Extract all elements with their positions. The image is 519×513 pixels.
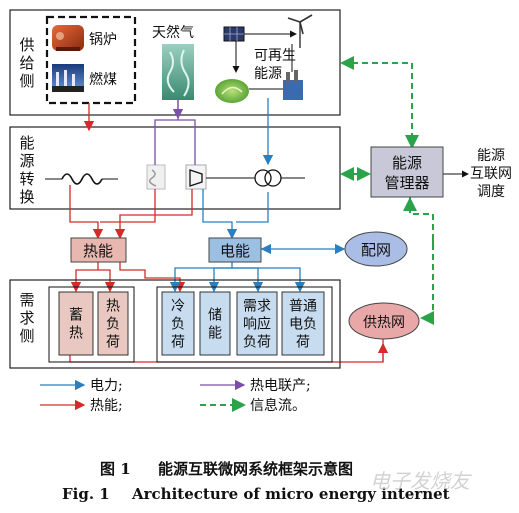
gas-turbine-icon [185,164,207,190]
conversion-label-char: 源 [19,152,34,170]
legend: 电力; 热电联产; 热能; 信息流。 [40,378,311,414]
load-label-line: 负荷 [243,335,271,351]
supply-label-char: 给 [19,54,34,72]
caption-en-title: Architecture of micro energy internet [131,485,450,503]
heat-grid-node: 供热网 [348,302,420,340]
legend-chp-label: 热电联产; [250,378,311,394]
supply-label-char: 供 [19,36,34,54]
boiler-icon [52,25,84,51]
renewable-label-line1: 可再生 [254,48,296,64]
manager-label-line2: 管理器 [384,174,429,192]
demand-label-char: 侧 [19,327,34,345]
load-label-line: 响应 [243,316,271,333]
caption-cn-label: 图 1 [100,460,131,478]
demand-label-char: 需 [19,291,34,309]
load-label-line: 需求 [243,299,271,315]
heater-wave-icon [61,173,103,185]
conversion-label-char: 能 [19,134,34,152]
thermal-hub-label: 热能 [83,242,113,260]
dispatch-label-line3: 调度 [477,184,505,200]
grid-label: 配网 [361,241,391,259]
watermark-logo: 电子发烧友 [370,469,473,493]
electric-loads-group [156,286,333,363]
load-box: 热负荷 [97,291,129,356]
solar-panel-icon [223,26,245,42]
legend-power-label: 电力; [90,378,123,394]
load-label-line: 冷 [171,299,185,315]
grid-node: 配网 [344,231,408,267]
transformer-icon [254,169,282,187]
load-label-line: 蓄 [69,308,83,324]
thermal-loads-group [48,286,135,363]
caption-cn-title: 能源互联微网系统框架示意图 [158,460,353,478]
manager-label-line1: 能源 [392,154,422,172]
load-box: 冷负荷 [161,291,195,356]
supply-side-panel: 供 给 侧 锅炉 燃煤 天然气 [9,9,341,116]
load-label-line: 负 [106,317,120,333]
hydro-icon [249,70,303,100]
load-label-line: 荷 [296,335,310,351]
gas-label: 天然气 [152,24,194,41]
supply-label-char: 侧 [19,72,34,90]
load-label-line: 普通 [289,299,317,315]
gas-icon [162,44,194,100]
load-label-line: 荷 [106,335,120,351]
load-box: 储能 [199,291,231,356]
demand-side-panel: 需 求 侧 [9,279,341,369]
load-label-line: 荷 [171,335,185,351]
fossil-sources-box [45,15,137,105]
electric-hub: 电能 [208,237,262,263]
wind-turbine-icon [287,14,313,48]
energy-manager: 能源 管理器 [370,146,444,198]
gas-boiler-converter-icon [146,164,166,190]
conversion-panel: 能 源 转 换 [9,126,341,210]
heat-grid-label: 供热网 [363,315,405,331]
dispatch-label-line2: 互联网 [470,166,512,182]
coal-label: 燃煤 [89,71,117,88]
load-label-line: 热 [69,326,83,342]
load-label-line: 热 [106,299,120,315]
flow-lines [69,56,469,363]
conversion-label-char: 换 [19,188,34,206]
load-label-line: 负 [171,317,185,333]
legend-info-label: 信息流。 [250,397,306,414]
legend-heat-label: 热能; [90,398,123,414]
boiler-label: 锅炉 [89,32,117,48]
green-energy-icon [215,79,249,103]
load-label-line: 电负 [289,317,317,333]
dispatch-label-line1: 能源 [477,148,505,164]
demand-label-char: 求 [19,309,34,327]
coal-plant-icon [52,64,84,92]
thermal-hub: 热能 [70,237,127,263]
load-label-line: 储 [208,308,222,324]
conversion-label-char: 转 [19,170,34,188]
caption-en-label: Fig. 1 [62,485,110,503]
figure-caption: 图 1 能源互联微网系统框架示意图 Fig. 1 Architecture of… [62,460,450,503]
load-label-line: 能 [208,326,222,342]
electric-hub-label: 电能 [220,242,250,260]
load-box: 蓄热 [58,291,94,356]
renewable-label-line2: 能源 [254,66,282,82]
renewable-hub-lines [232,30,297,73]
